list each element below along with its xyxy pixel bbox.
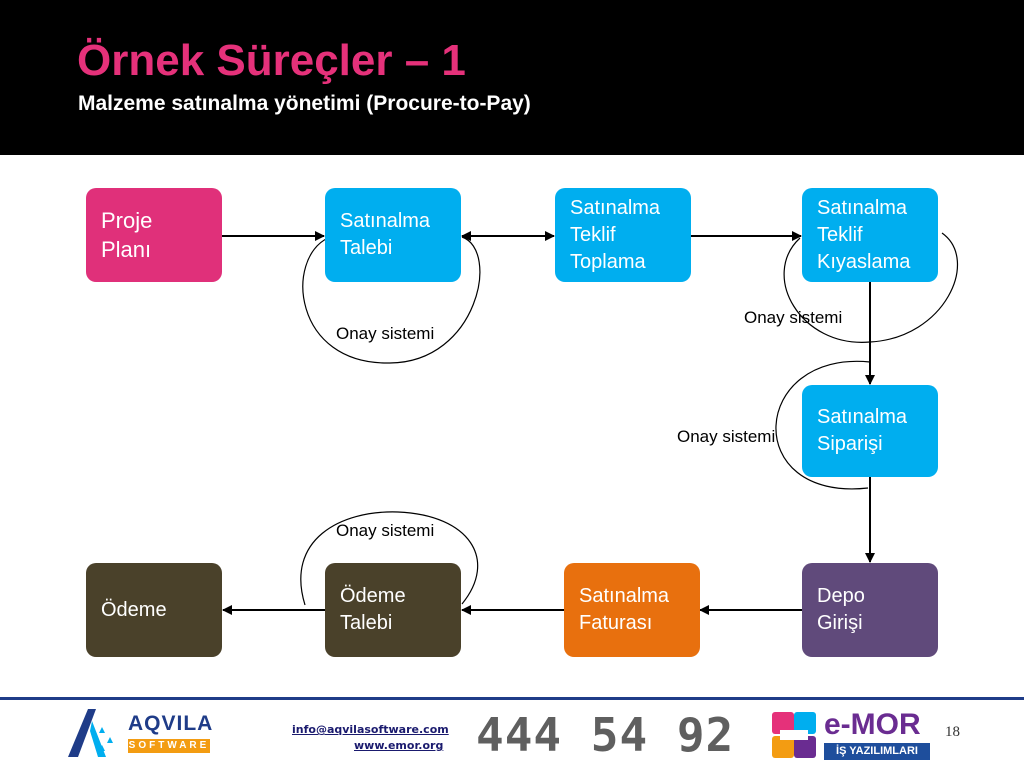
approval-label-siparis: Onay sistemi	[677, 427, 776, 446]
node-depo-girisi: Depo Girişi	[802, 563, 938, 657]
slide-title: Örnek Süreçler – 1	[77, 36, 466, 85]
emor-logo-name: e-MOR	[824, 708, 921, 741]
emor-logo-icon	[772, 712, 816, 758]
emor-logo-sub: İŞ YAZILIMLARI	[824, 743, 930, 760]
node-label-line: Satınalma	[817, 406, 908, 428]
node-label-line: Faturası	[579, 612, 653, 634]
approval-label-kiyaslama: Onay sistemi	[744, 308, 843, 327]
approval-label-talep: Onay sistemi	[336, 324, 435, 343]
approval-loop-odeme-talebi	[300, 511, 479, 606]
node-label-line: Talebi	[340, 612, 393, 634]
approval-label-odeme-talebi: Onay sistemi	[336, 521, 435, 540]
node-label-line: Kıyaslama	[817, 250, 911, 273]
node-odeme-talebi: Ödeme Talebi	[325, 563, 461, 657]
approval-loop-kiyaslama	[783, 232, 959, 343]
approval-loop-siparis	[775, 360, 871, 490]
node-label-line: Satınalma	[817, 196, 908, 219]
node-label-line: Planı	[101, 237, 152, 262]
node-odeme: Ödeme	[86, 563, 222, 657]
header-bar: Örnek Süreçler – 1 Malzeme satınalma yön…	[0, 0, 1024, 155]
node-label-line: Satınalma	[340, 210, 431, 232]
node-label-line: Ödeme	[101, 598, 167, 621]
website-link[interactable]: www.emor.org	[354, 739, 444, 752]
page-number: 18	[945, 724, 960, 740]
node-label-line: Girişi	[817, 612, 863, 634]
phone-number: 444 54 92	[476, 708, 735, 762]
emor-logo: e-MOR İŞ YAZILIMLARI	[768, 708, 938, 763]
node-label-line: Teklif	[817, 223, 863, 246]
node-label-line: Teklif	[570, 223, 616, 246]
node-label-line: Satınalma	[570, 196, 661, 219]
node-satinalma-talebi: Satınalma Talebi	[325, 188, 461, 282]
node-label-line: Siparişi	[817, 433, 883, 455]
node-label-line: Proje	[101, 208, 153, 233]
node-label-line: Talebi	[340, 237, 393, 259]
node-label-line: Toplama	[570, 250, 646, 273]
aqvila-logo-name: AQVILA	[128, 712, 214, 735]
aqvila-logo-icon	[68, 709, 113, 757]
aqvila-logo-sub: SOFTWARE	[128, 739, 210, 753]
node-satinalma-faturasi: Satınalma Faturası	[564, 563, 700, 657]
node-satinalma-teklif-toplama: Satınalma Teklif Toplama	[555, 188, 691, 282]
node-satinalma-siparisi: Satınalma Siparişi	[802, 385, 938, 477]
node-satinalma-teklif-kiyaslama: Satınalma Teklif Kıyaslama	[802, 188, 938, 282]
aqvila-logo: AQVILA SOFTWARE	[66, 705, 216, 760]
contact-email-link[interactable]: info@aqvilasoftware.com	[292, 723, 449, 736]
node-label-line: Depo	[817, 585, 865, 607]
footer-divider	[0, 697, 1024, 700]
approval-loop-talep	[302, 236, 481, 364]
node-label-line: Ödeme	[340, 585, 406, 607]
node-proje-plani: Proje Planı	[86, 188, 222, 282]
node-label-line: Satınalma	[579, 585, 670, 607]
slide-subtitle: Malzeme satınalma yönetimi (Procure-to-P…	[78, 92, 531, 115]
